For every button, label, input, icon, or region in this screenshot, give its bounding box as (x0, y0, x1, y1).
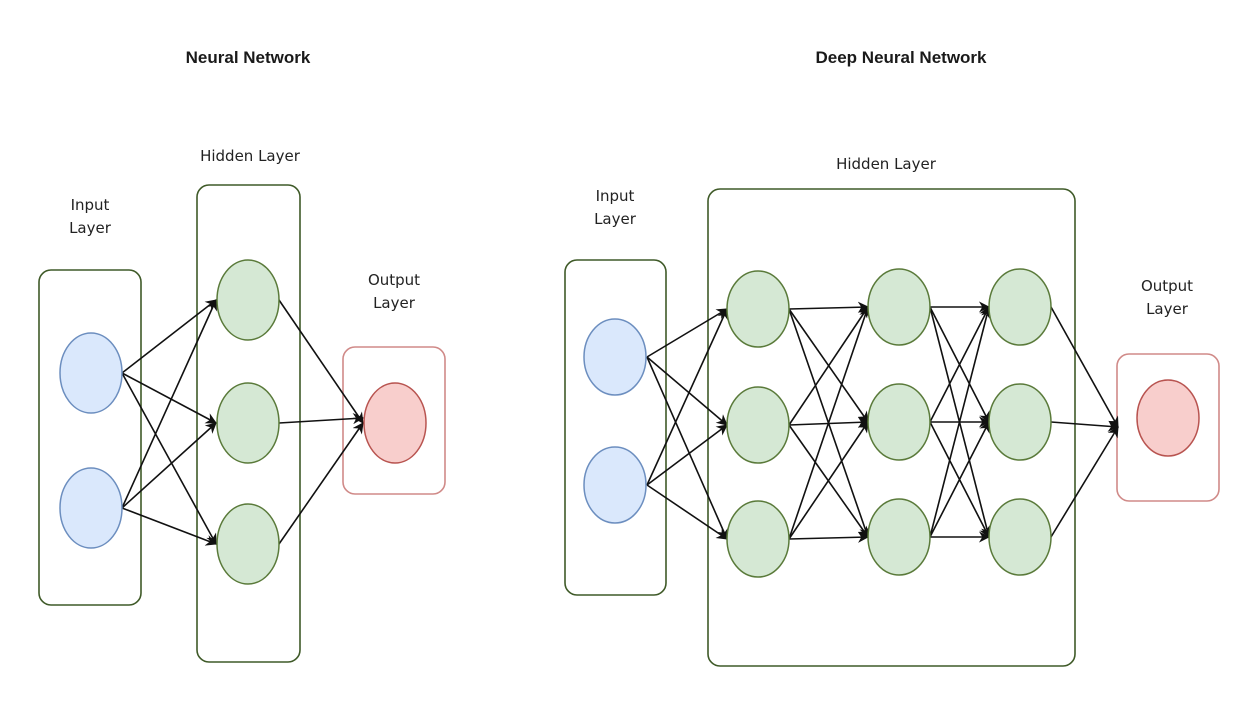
diagram-title: Deep Neural Network (816, 48, 988, 67)
connection-arrow (121, 422, 217, 509)
connection-arrow (646, 356, 728, 426)
connection-arrow (278, 413, 365, 425)
input-layer-label-line1: Input (596, 187, 635, 205)
input-layer-box (38, 269, 142, 606)
connection-arrow (646, 356, 729, 541)
connection-arrow (646, 484, 728, 540)
output-layer-label-line2: Layer (373, 294, 416, 312)
deep-neural-network: Deep Neural Network Input Layer Hidden L… (564, 48, 1220, 667)
connection-arrow (929, 305, 992, 538)
hidden-node (988, 268, 1052, 346)
connection-arrow (121, 299, 217, 374)
hidden-node (867, 498, 931, 576)
hidden-node (867, 383, 931, 461)
connection-arrow (788, 301, 870, 313)
connection-arrow (929, 421, 990, 538)
connection-arrow (278, 422, 364, 545)
input-layer-label-line1: Input (71, 196, 110, 214)
input-node (583, 446, 647, 524)
connection-arrow (121, 298, 217, 509)
connection-arrow (788, 421, 869, 540)
output-layer-label-line1: Output (368, 271, 420, 289)
output-node (1136, 379, 1200, 457)
input-layer-box (564, 259, 667, 596)
output-layer-label-line2: Layer (1146, 300, 1189, 318)
hidden-node (726, 500, 790, 578)
hidden-node (216, 259, 280, 341)
hidden-layer-box (707, 188, 1076, 667)
connection-arrow (788, 305, 871, 540)
hidden-layer-label: Hidden Layer (836, 155, 937, 173)
input-node (59, 467, 123, 549)
connection-arrow (646, 307, 728, 486)
input-layer-label-line2: Layer (69, 219, 112, 237)
hidden-node (216, 382, 280, 464)
connection-arrow (1050, 306, 1119, 428)
connection-arrow (788, 306, 869, 426)
connection-arrow (121, 372, 217, 545)
connection-arrow (1050, 426, 1119, 538)
connections (646, 301, 1120, 543)
hidden-node (988, 383, 1052, 461)
connection-arrow (121, 507, 218, 546)
connection-arrow (788, 531, 870, 543)
hidden-layer-box (196, 184, 301, 663)
connection-arrow (646, 424, 728, 486)
diagram-title: Neural Network (186, 48, 311, 67)
connection-arrow (278, 299, 364, 424)
hidden-node (988, 498, 1052, 576)
connections (121, 298, 365, 546)
input-layer-label-line2: Layer (594, 210, 637, 228)
connection-arrow (1050, 420, 1120, 432)
input-node (583, 318, 647, 396)
input-node (59, 332, 123, 414)
hidden-layer-label: Hidden Layer (200, 147, 301, 165)
output-layer-box (342, 346, 446, 495)
hidden-node (867, 268, 931, 346)
neural-network: Neural Network Input Layer Hidden Layer … (38, 48, 446, 663)
output-layer-label-line1: Output (1141, 277, 1193, 295)
hidden-node (216, 503, 280, 585)
connection-arrow (121, 372, 217, 424)
hidden-node (726, 270, 790, 348)
connection-arrow (646, 308, 728, 358)
connection-arrow (929, 306, 990, 423)
hidden-node (726, 386, 790, 464)
output-node (363, 382, 427, 464)
